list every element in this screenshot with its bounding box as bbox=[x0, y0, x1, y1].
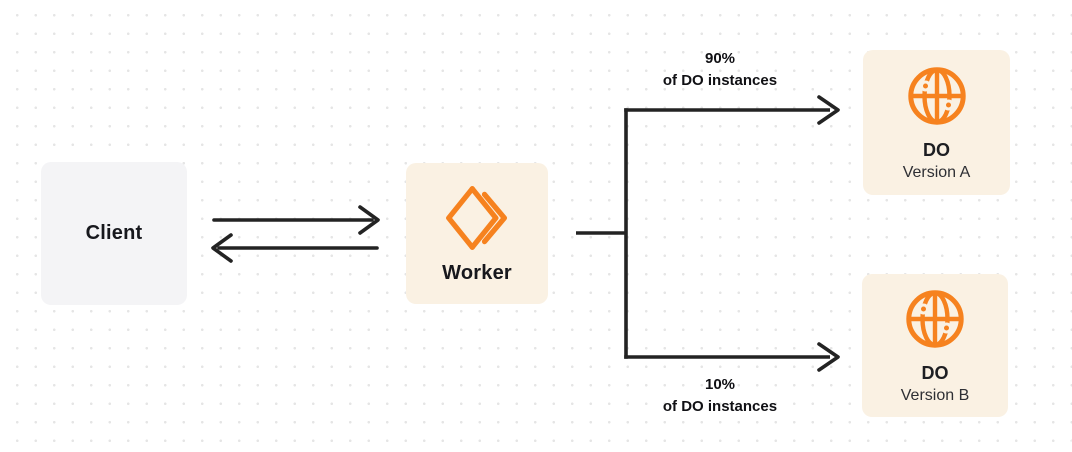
edge-caption: of DO instances bbox=[662, 398, 778, 415]
edge-percent: 90% bbox=[704, 50, 736, 67]
do-version-b-subtitle: Version B bbox=[900, 386, 970, 404]
do-version-b-node: DO Version B bbox=[862, 274, 1008, 417]
globe-icon bbox=[905, 64, 969, 128]
do-version-a-subtitle: Version A bbox=[902, 163, 971, 181]
edge-label-10-percent: 10% of DO instances bbox=[610, 374, 830, 418]
worker-node: Worker bbox=[406, 163, 548, 304]
arrow-to-do-version-a bbox=[624, 95, 840, 125]
do-version-a-title: DO bbox=[923, 139, 950, 160]
edge-caption: of DO instances bbox=[662, 72, 778, 89]
arrow-client-to-worker bbox=[212, 205, 380, 235]
globe-icon bbox=[903, 287, 967, 351]
client-label: Client bbox=[85, 222, 143, 244]
do-version-a-node: DO Version A bbox=[863, 50, 1010, 195]
workers-chevrons-icon bbox=[444, 182, 510, 254]
do-version-b-title: DO bbox=[921, 362, 949, 383]
client-node: Client bbox=[41, 162, 187, 305]
edge-label-90-percent: 90% of DO instances bbox=[610, 48, 830, 92]
arrow-worker-to-client bbox=[211, 233, 379, 263]
edge-percent: 10% bbox=[704, 376, 736, 393]
worker-label: Worker bbox=[442, 262, 512, 284]
arrow-to-do-version-b bbox=[624, 342, 840, 372]
branch-connector bbox=[576, 108, 628, 359]
